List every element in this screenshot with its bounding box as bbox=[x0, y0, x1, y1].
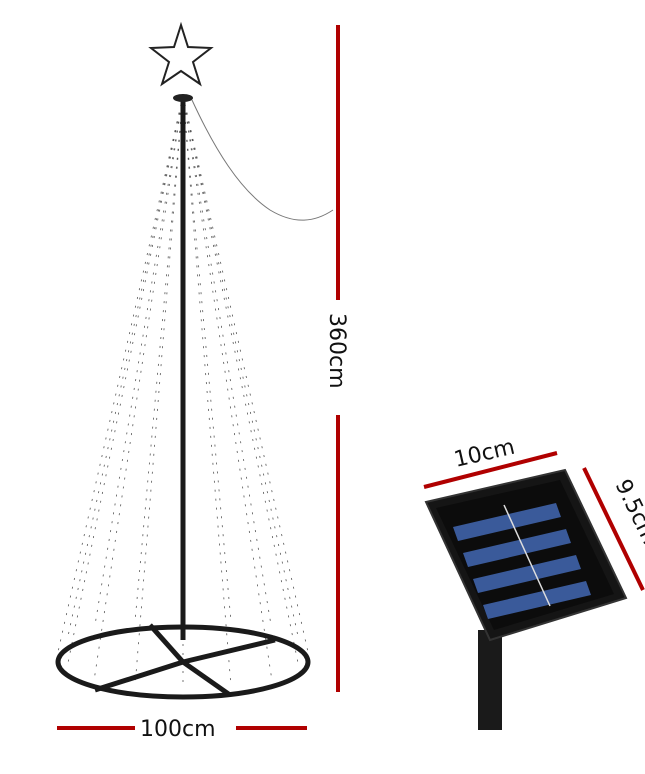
base-leg bbox=[148, 623, 185, 664]
light-strand bbox=[134, 94, 184, 685]
panel-height-dimension-line bbox=[582, 467, 645, 591]
light-strand bbox=[182, 94, 309, 653]
base-leg bbox=[94, 659, 184, 693]
light-strand bbox=[57, 94, 184, 653]
solar-panel bbox=[424, 468, 628, 730]
light-strand bbox=[182, 94, 272, 628]
light-strand bbox=[182, 94, 232, 685]
solar-cell bbox=[463, 529, 571, 567]
height-label: 360cm bbox=[324, 313, 349, 389]
light-strand bbox=[182, 94, 232, 620]
light-strand bbox=[182, 94, 299, 666]
solar-cell bbox=[453, 503, 561, 541]
solar-cell bbox=[473, 555, 581, 593]
base-leg bbox=[181, 659, 232, 698]
light-strand bbox=[134, 94, 184, 620]
light-strand bbox=[182, 94, 272, 677]
light-strand bbox=[182, 94, 299, 639]
cone-tree bbox=[55, 94, 311, 700]
base-leg bbox=[182, 637, 276, 665]
light-strand bbox=[67, 94, 184, 639]
width-label: 100cm bbox=[140, 717, 216, 742]
power-cable bbox=[191, 99, 334, 221]
star-topper bbox=[148, 21, 214, 87]
solar-cell bbox=[483, 581, 591, 619]
light-strand bbox=[94, 94, 184, 628]
panel-width-dimension-line bbox=[423, 451, 558, 489]
panel-height-label: 9.5cm bbox=[610, 476, 645, 549]
light-strand bbox=[94, 94, 184, 677]
light-strand bbox=[67, 94, 184, 666]
